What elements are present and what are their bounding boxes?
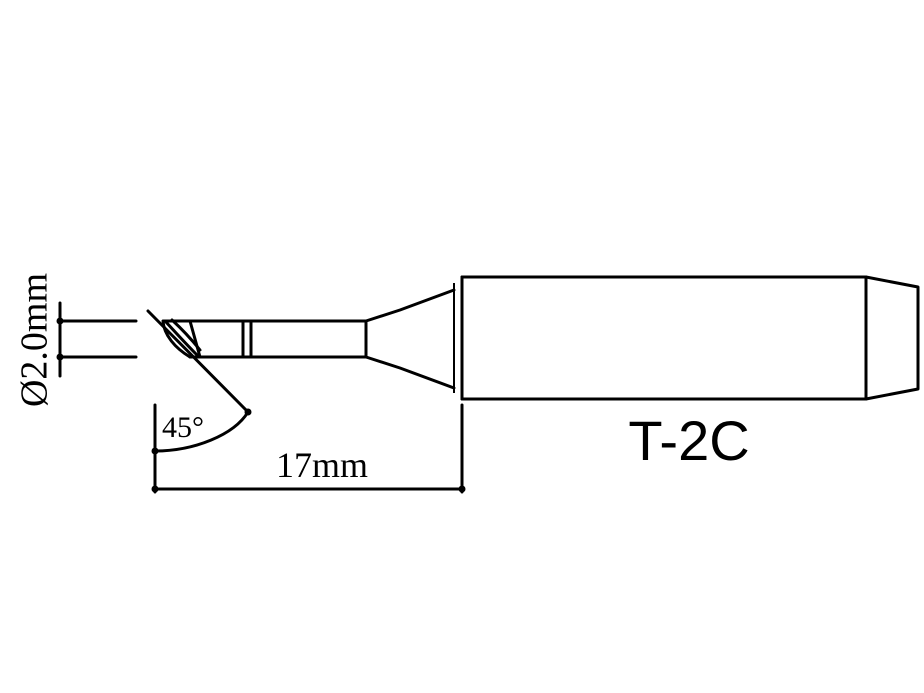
diameter-dimension (56, 301, 138, 378)
diameter-label: Ø2.0mm (14, 273, 56, 407)
tip-shaft (188, 319, 368, 359)
tip-bevel (146, 309, 250, 414)
tip-shank (364, 275, 920, 401)
angle-label: 45° (162, 411, 204, 444)
angle-dimension (151, 403, 252, 494)
length-dimension (151, 403, 466, 494)
model-label: T-2C (628, 409, 749, 472)
length-label: 17mm (276, 445, 368, 485)
